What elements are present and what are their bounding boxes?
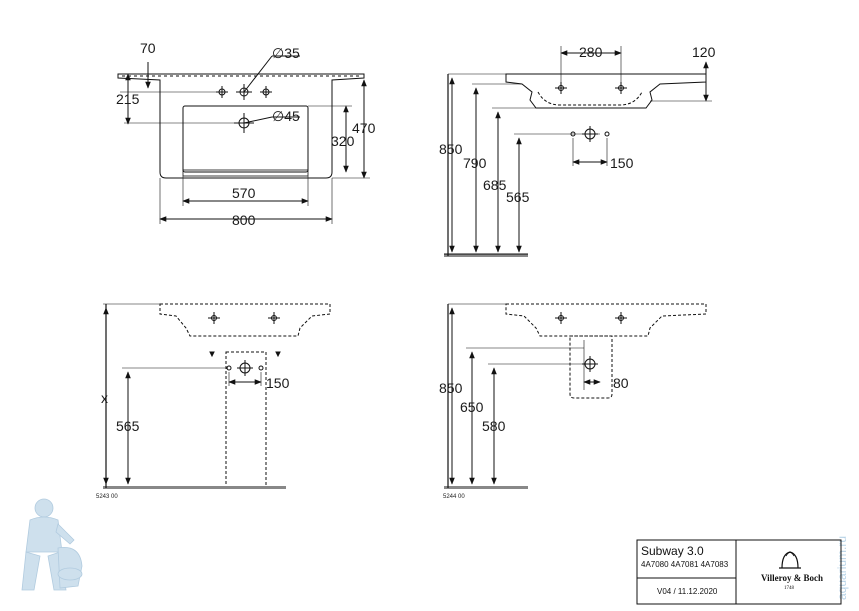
article-code-pedestal: 5243 00 bbox=[96, 494, 118, 500]
dim-580: 580 bbox=[482, 418, 506, 434]
dim-150-pedestal: 150 bbox=[266, 375, 290, 391]
dim-80: 80 bbox=[613, 375, 629, 391]
title-block bbox=[636, 539, 842, 605]
dim-x: x bbox=[101, 390, 108, 406]
dim-150-side: 150 bbox=[610, 155, 634, 171]
plumber-logo bbox=[21, 498, 83, 591]
dim-790: 790 bbox=[463, 155, 487, 171]
dim-565-pedestal: 565 bbox=[116, 418, 140, 434]
top-view-bowl bbox=[182, 105, 309, 173]
dim-120: 120 bbox=[692, 44, 716, 60]
article-code-semi: 5244 00 bbox=[443, 494, 465, 500]
dim-215: 215 bbox=[116, 91, 140, 107]
dim-diameter-45: ∅45 bbox=[272, 108, 300, 124]
article-codes: 4A7080 4A7081 4A7083 bbox=[641, 560, 729, 569]
brand-logo-icon bbox=[779, 551, 801, 569]
dim-470: 470 bbox=[352, 120, 376, 136]
dim-685: 685 bbox=[483, 177, 507, 193]
top-view bbox=[117, 55, 370, 224]
dim-850-semi: 850 bbox=[439, 380, 463, 396]
dim-570: 570 bbox=[232, 185, 256, 201]
watermark-text: aquarium.ru bbox=[835, 536, 849, 600]
semi-pedestal bbox=[569, 335, 613, 399]
dim-320: 320 bbox=[331, 133, 355, 149]
version-date: V04 / 11.12.2020 bbox=[657, 587, 718, 596]
dim-70: 70 bbox=[140, 40, 156, 56]
dim-565-side: 565 bbox=[506, 189, 530, 205]
floor-semi bbox=[444, 486, 528, 489]
dim-850-side: 850 bbox=[439, 141, 463, 157]
floor-pedestal bbox=[103, 486, 286, 489]
semi-pedestal-view bbox=[444, 303, 707, 489]
floor-side bbox=[444, 254, 528, 257]
product-name: Subway 3.0 bbox=[641, 544, 704, 558]
pedestal-view bbox=[103, 303, 331, 489]
semi-pedestal-view-basin bbox=[505, 303, 707, 337]
dim-800: 800 bbox=[232, 212, 256, 228]
brand-year: 1748 bbox=[784, 586, 795, 591]
side-view bbox=[444, 46, 712, 257]
side-view-basin bbox=[505, 73, 707, 109]
brand-name: Villeroy & Boch bbox=[761, 573, 823, 583]
dim-650: 650 bbox=[460, 399, 484, 415]
dim-diameter-35: ∅35 bbox=[272, 45, 300, 61]
pedestal-view-basin bbox=[159, 303, 331, 337]
dim-280: 280 bbox=[579, 44, 603, 60]
top-view-basin-outline bbox=[117, 73, 365, 179]
